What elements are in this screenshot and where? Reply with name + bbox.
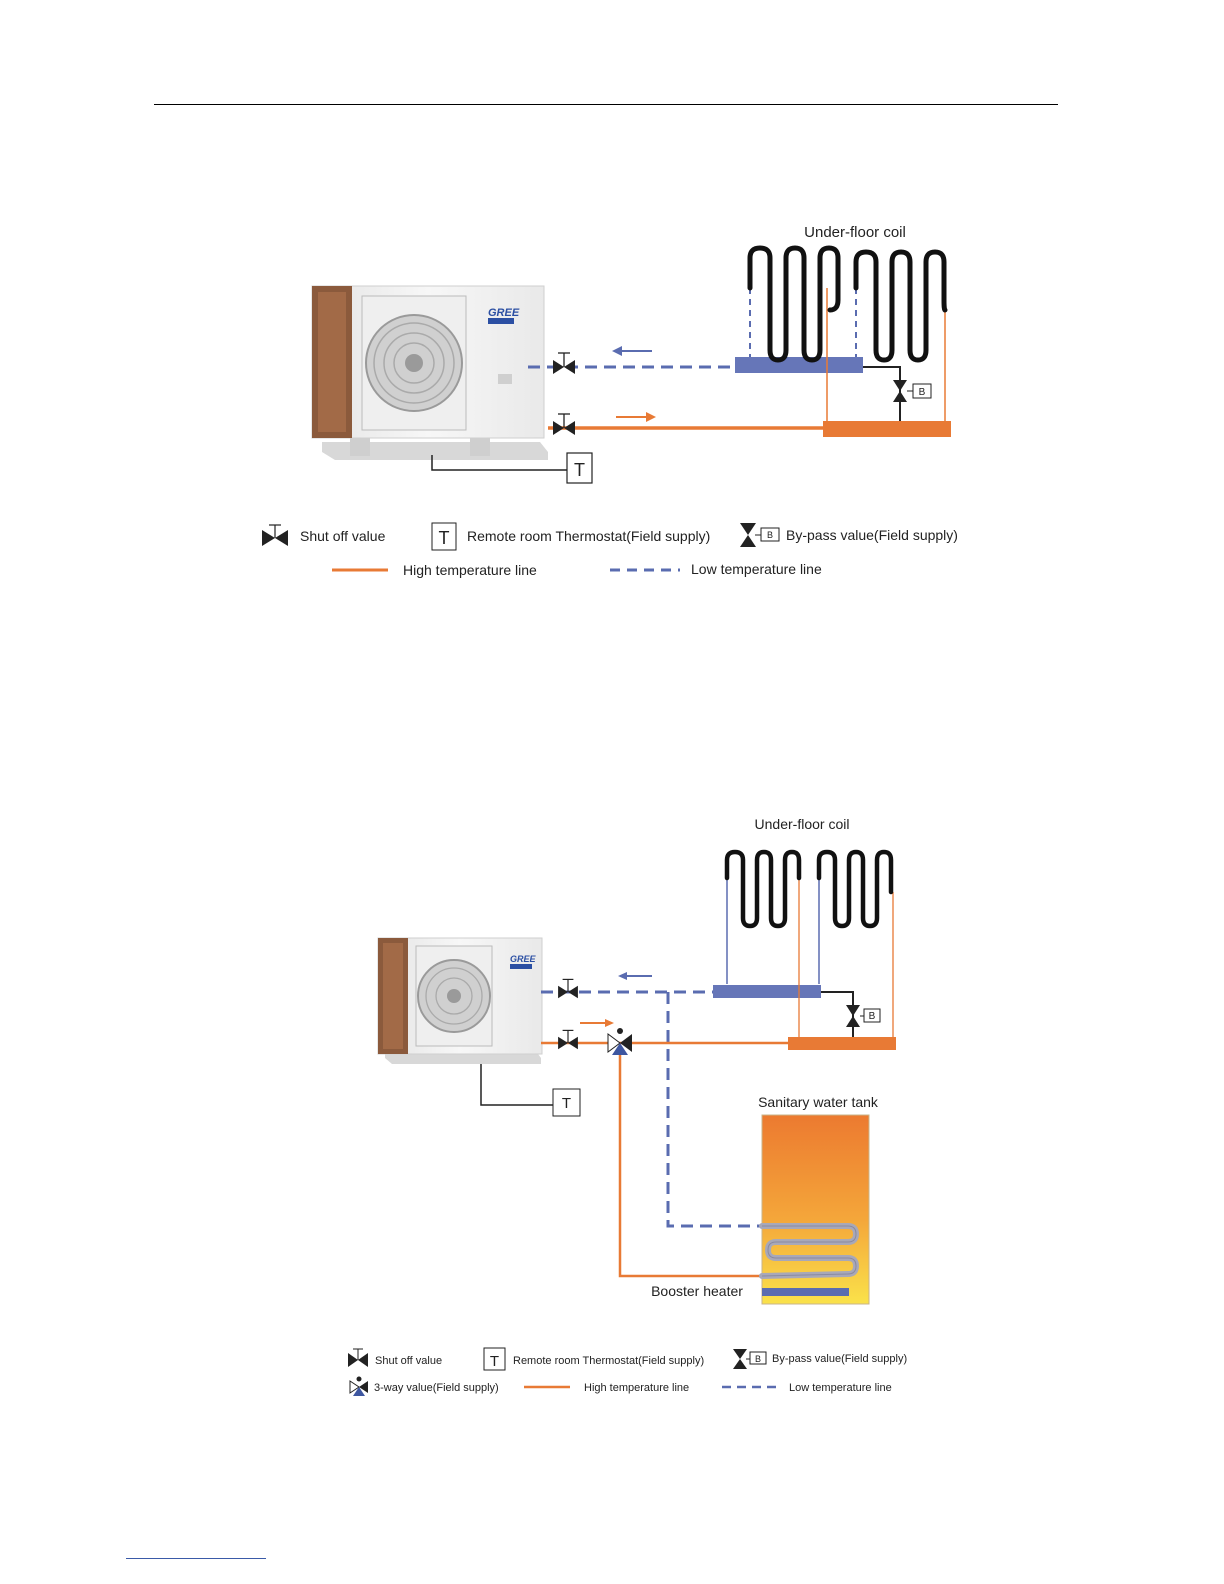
underfloor-coil-icon (724, 849, 894, 929)
tank-label: Sanitary water tank (758, 1094, 879, 1110)
bypass-symbol: B (869, 1011, 876, 1022)
svg-text:By-pass value(Field supply): By-pass value(Field supply) (786, 527, 958, 543)
svg-text:T: T (439, 528, 450, 548)
flow-arrow-icon (618, 972, 652, 980)
brand-logo: GREE (488, 307, 520, 319)
legend-high-line: High temperature line (332, 562, 537, 578)
heat-pump-unit-icon: GREE (377, 937, 543, 1064)
svg-text:T: T (490, 1353, 499, 1370)
flow-arrow-icon (616, 412, 656, 422)
diagram-1: GREE B Under- (262, 224, 958, 578)
legend-1: Shut off value T Remote room Thermostat(… (262, 522, 958, 578)
low-manifold (735, 357, 863, 373)
high-temperature-pipe (548, 288, 946, 430)
bypass-valve-icon: B (821, 991, 881, 1037)
svg-text:Low temperature line: Low temperature line (691, 561, 822, 577)
legend-high-line: High temperature line (524, 1382, 689, 1394)
underfloor-coil-icon (747, 245, 948, 363)
svg-text:B: B (767, 530, 773, 540)
svg-text:3-way value(Field supply): 3-way value(Field supply) (374, 1382, 499, 1394)
flow-arrow-icon (580, 1019, 614, 1027)
bypass-symbol: B (919, 387, 926, 398)
svg-text:Shut off value: Shut off value (375, 1355, 442, 1367)
thermostat-icon: T (431, 452, 593, 484)
thermostat-symbol: T (562, 1095, 571, 1112)
svg-text:By-pass value(Field supply): By-pass value(Field supply) (772, 1353, 907, 1365)
svg-text:Shut off value: Shut off value (300, 528, 386, 544)
three-way-valve-icon (607, 1028, 632, 1055)
svg-text:B: B (755, 1354, 761, 1364)
footer-link-rule (126, 1558, 266, 1559)
shutoff-valve-icon (557, 1029, 579, 1050)
legend-bypass: B By-pass value(Field supply) (733, 1349, 907, 1369)
shutoff-valve-icon (552, 413, 576, 436)
low-temperature-pipe (528, 288, 857, 369)
coil-label: Under-floor coil (755, 816, 850, 832)
legend-threeway: 3-way value(Field supply) (349, 1376, 499, 1396)
shutoff-valve-icon (552, 352, 576, 375)
header-rule (154, 104, 1058, 105)
legend-shutoff: Shut off value (262, 524, 386, 546)
booster-heater (762, 1288, 849, 1296)
svg-text:Remote room Thermostat(Field s: Remote room Thermostat(Field supply) (467, 528, 710, 544)
legend-low-line: Low temperature line (610, 561, 822, 577)
heat-pump-unit-icon: GREE (311, 285, 548, 460)
thermostat-icon: T (480, 1064, 581, 1117)
svg-text:High temperature line: High temperature line (403, 562, 537, 578)
legend-bypass: B By-pass value(Field supply) (740, 523, 958, 547)
svg-text:Low temperature line: Low temperature line (789, 1382, 892, 1394)
legend-shutoff: Shut off value (348, 1348, 442, 1367)
svg-text:High temperature line: High temperature line (584, 1382, 689, 1394)
high-manifold (788, 1037, 896, 1050)
flow-arrow-icon (612, 346, 652, 356)
bypass-valve-icon: B (863, 366, 932, 421)
high-manifold (823, 421, 951, 437)
diagram-2: GREE B (348, 816, 907, 1396)
legend-low-line: Low temperature line (722, 1382, 892, 1394)
thermostat-symbol: T (574, 460, 585, 480)
shutoff-valve-icon (557, 978, 579, 999)
legend-thermostat: T Remote room Thermostat(Field supply) (483, 1347, 704, 1371)
high-temperature-pipe (541, 878, 894, 1278)
coil-label: Under-floor coil (804, 224, 906, 241)
brand-logo: GREE (510, 954, 537, 964)
low-manifold (713, 985, 821, 998)
svg-text:Remote room Thermostat(Field s: Remote room Thermostat(Field supply) (513, 1355, 704, 1367)
booster-label: Booster heater (651, 1283, 743, 1299)
legend-2: Shut off value T Remote room Thermostat(… (348, 1347, 907, 1396)
legend-thermostat: T Remote room Thermostat(Field supply) (431, 522, 710, 551)
